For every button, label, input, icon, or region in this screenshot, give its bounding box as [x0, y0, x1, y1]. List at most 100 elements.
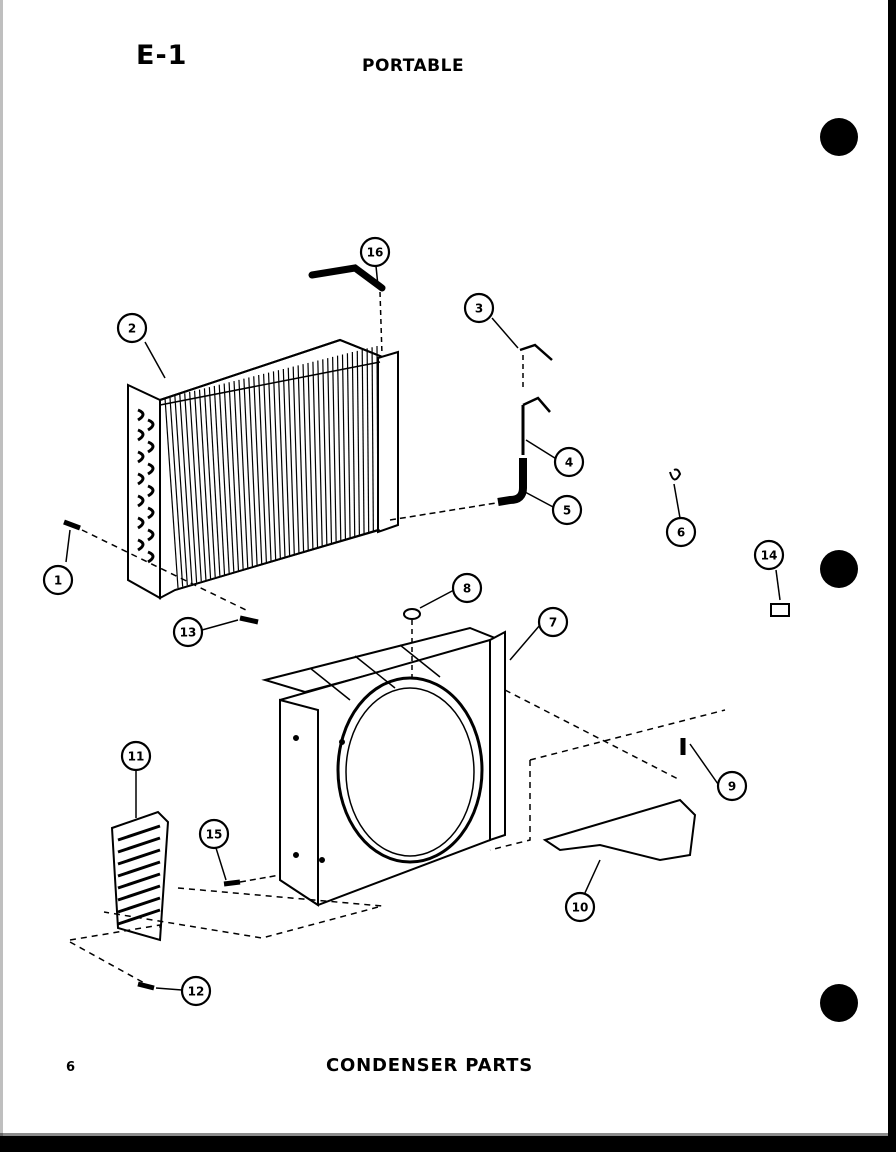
condenser-fin — [272, 371, 281, 559]
part-13-screw — [239, 615, 259, 625]
condenser-fin — [341, 354, 347, 540]
part-14-grommet — [770, 603, 790, 617]
condenser-fin — [327, 358, 333, 544]
part-5-tube — [497, 458, 527, 506]
condenser-fin — [322, 359, 328, 545]
part-4-tube-top — [522, 396, 551, 413]
condenser-fin — [292, 366, 300, 553]
scan-edge-left — [0, 0, 3, 1152]
condenser-fin — [307, 362, 314, 549]
leader-5 — [389, 502, 497, 521]
condenser-fin — [366, 348, 370, 533]
callout-leaders — [65, 265, 781, 991]
part-10-bracket — [542, 798, 697, 862]
model-title: PORTABLE — [362, 56, 465, 76]
condenser-fin — [228, 382, 240, 571]
condenser-fin — [351, 352, 356, 537]
leader-1 — [81, 529, 251, 613]
condenser-fin — [302, 364, 309, 551]
callout-5: 5 — [551, 494, 583, 526]
condenser-fin — [263, 373, 272, 562]
binder-hole-top — [820, 118, 858, 156]
condenser-fin — [189, 391, 202, 582]
scan-border-bottom-shadow — [0, 1133, 896, 1136]
callout-13: 13 — [172, 616, 204, 648]
callout-11-label: 11 — [128, 750, 145, 764]
dashed-base-outline — [103, 887, 383, 939]
condenser-fin — [253, 376, 263, 564]
scan-border-right — [888, 0, 896, 1152]
section-title: CONDENSER PARTS — [326, 1055, 534, 1076]
binder-hole-middle — [820, 550, 858, 588]
callout-7: 7 — [537, 606, 569, 638]
condenser-fin — [376, 345, 379, 531]
callout-15-label: 15 — [206, 828, 223, 842]
condenser-fin — [193, 390, 207, 580]
condenser-fin — [287, 367, 295, 555]
callout-7-label: 7 — [549, 616, 557, 630]
callout-14-label: 14 — [761, 549, 778, 563]
condenser-fin — [297, 365, 305, 552]
condenser-fin — [356, 350, 360, 536]
callout-13-label: 13 — [180, 626, 197, 640]
condenser-fin — [169, 396, 184, 587]
callout-9-label: 9 — [728, 780, 736, 794]
dashed-grille-outline — [69, 924, 161, 941]
callout-4: 4 — [553, 446, 585, 478]
part-6-clip — [669, 468, 682, 481]
page-number: 6 — [66, 1060, 76, 1075]
condenser-fin — [174, 395, 188, 586]
condenser-fin — [238, 379, 249, 568]
callout-8-label: 8 — [463, 582, 471, 596]
callout-6: 6 — [665, 516, 697, 548]
leader-12 — [69, 941, 147, 985]
callout-14: 14 — [753, 539, 785, 571]
condenser-fin — [336, 355, 342, 541]
condenser-fin — [282, 368, 291, 556]
callout-2-label: 2 — [128, 322, 136, 336]
part-8-plug — [403, 608, 421, 620]
callout-12-label: 12 — [188, 985, 205, 999]
leader-shroud-bracket — [504, 689, 681, 781]
callout-12: 12 — [180, 975, 212, 1007]
condenser-fin — [164, 397, 179, 589]
part-1-screw — [63, 519, 81, 531]
part-15-screw — [223, 879, 241, 887]
callout-11: 11 — [120, 740, 152, 772]
condenser-fin — [248, 377, 258, 566]
callout-10-label: 10 — [572, 901, 589, 915]
condenser-fin — [208, 387, 221, 576]
condenser-fin — [317, 360, 323, 547]
callout-4-label: 4 — [565, 456, 573, 470]
callout-9: 9 — [716, 770, 748, 802]
condenser-fin — [243, 378, 254, 567]
binder-hole-bottom — [820, 984, 858, 1022]
callout-8: 8 — [451, 572, 483, 604]
part-11-grille — [110, 810, 170, 942]
condenser-fins — [164, 345, 379, 589]
condenser-fin — [233, 381, 244, 570]
callout-6-label: 6 — [677, 526, 685, 540]
scan-border-bottom — [0, 1136, 896, 1152]
part-12-screw — [137, 981, 155, 991]
condenser-fin — [346, 353, 351, 539]
part-3-tube — [519, 343, 553, 361]
leader-bracket-top — [529, 709, 726, 761]
callout-3: 3 — [463, 292, 495, 324]
condenser-fin — [361, 349, 365, 535]
callout-1: 1 — [42, 564, 74, 596]
leader-16 — [379, 291, 383, 356]
condenser-fin — [267, 372, 277, 560]
condenser-fin — [179, 394, 193, 584]
condenser-fin — [198, 389, 212, 579]
leader-bracket-side — [489, 760, 531, 851]
figure-code: E-1 — [136, 40, 188, 71]
condenser-fin — [213, 385, 226, 575]
callout-3-label: 3 — [475, 302, 483, 316]
fan-shroud — [261, 626, 506, 907]
leader-15 — [239, 874, 281, 883]
condenser-fin — [312, 361, 319, 548]
callout-16: 16 — [359, 236, 391, 268]
condenser-fin — [371, 347, 374, 532]
